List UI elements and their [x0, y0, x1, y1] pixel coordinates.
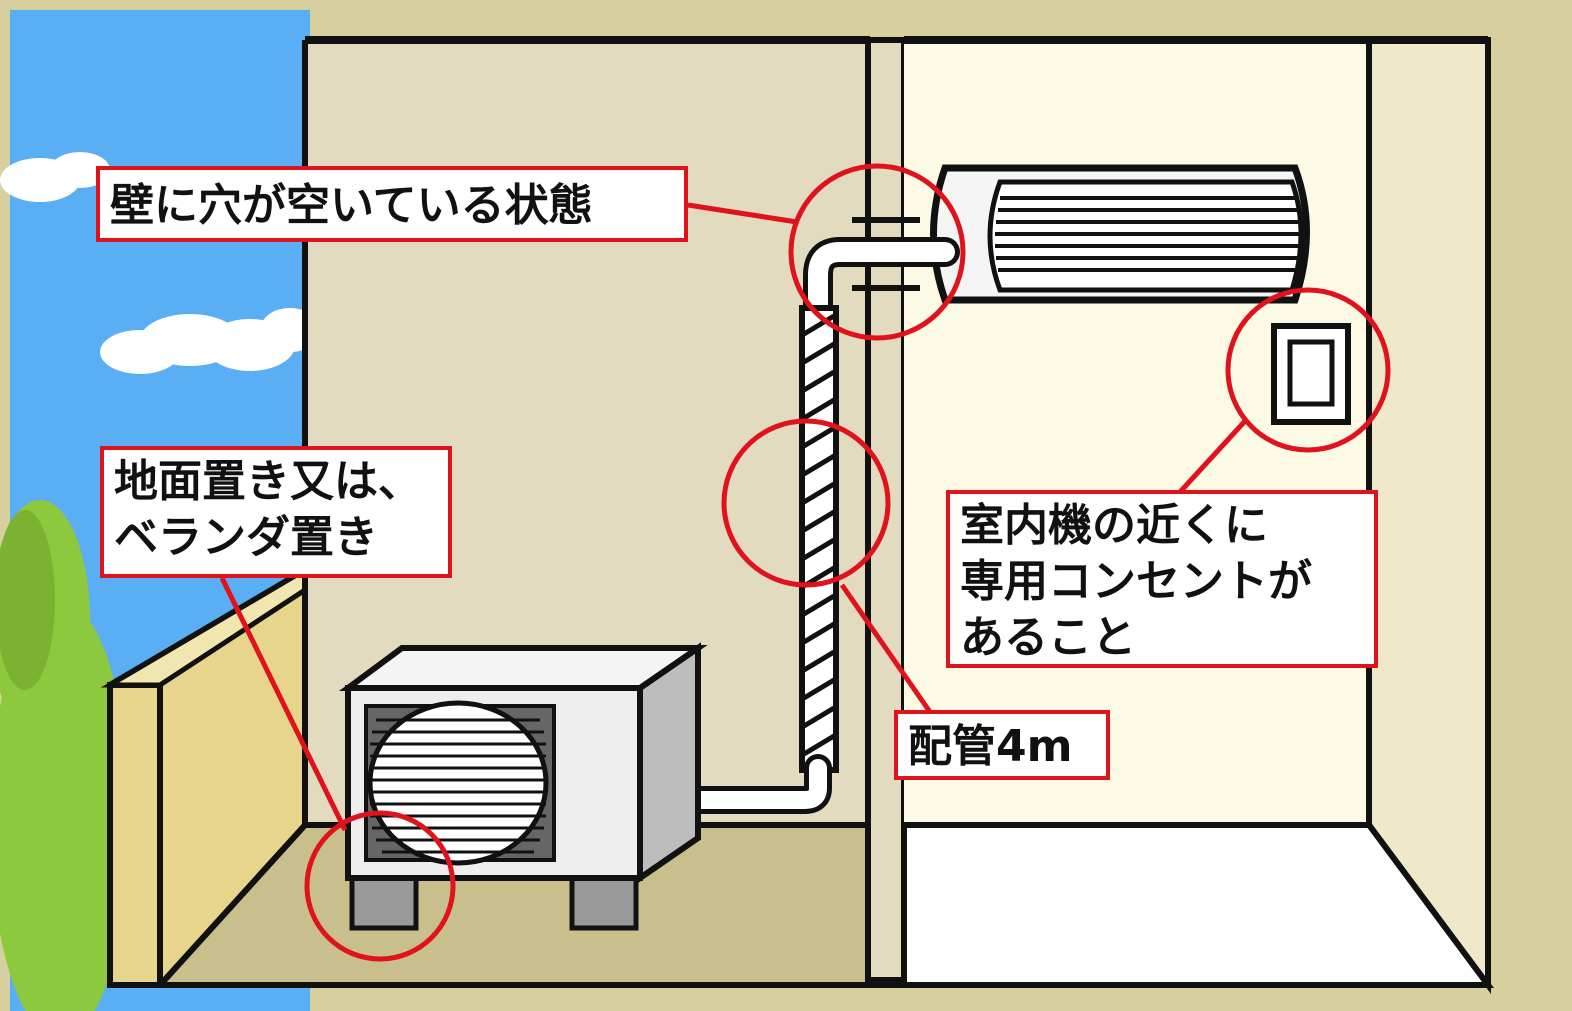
pipe-tape-stripes: [802, 313, 836, 757]
callout-placement: 地面置き又は、 ベランダ置き: [100, 446, 452, 578]
outlet-circle: [1225, 287, 1391, 453]
callout-outlet-line-3: あること: [960, 612, 1136, 663]
pipe-circle: [721, 418, 891, 588]
callout-outlet-line-1: 室内機の近くに: [960, 500, 1268, 551]
indoor-ac-unit: [930, 164, 1310, 304]
cloud-top: [0, 152, 110, 202]
callout-wall-hole: 壁に穴が空いている状態: [96, 166, 688, 242]
hole-circle: [788, 163, 966, 341]
indoor-wall: [904, 40, 1369, 825]
callout-pipe-length-text: 配管4m: [908, 721, 1073, 772]
callout-wall-hole-text: 壁に穴が空いている状態: [110, 180, 593, 231]
callout-markers: [219, 163, 1391, 962]
callout-placement-line-1: 地面置き又は、: [114, 456, 422, 507]
callout-pipe-length: 配管4m: [894, 710, 1110, 780]
power-outlet: [1271, 323, 1351, 425]
indoor-right-wall: [1366, 37, 1491, 995]
callout-outlet: 室内機の近くに 専用コンセントが あること: [946, 490, 1378, 668]
callout-placement-line-2: ベランダ置き: [114, 512, 378, 563]
cloud-middle: [100, 308, 320, 374]
callout-outlet-line-2: 専用コンセントが: [960, 556, 1312, 607]
placement-circle: [304, 810, 456, 962]
